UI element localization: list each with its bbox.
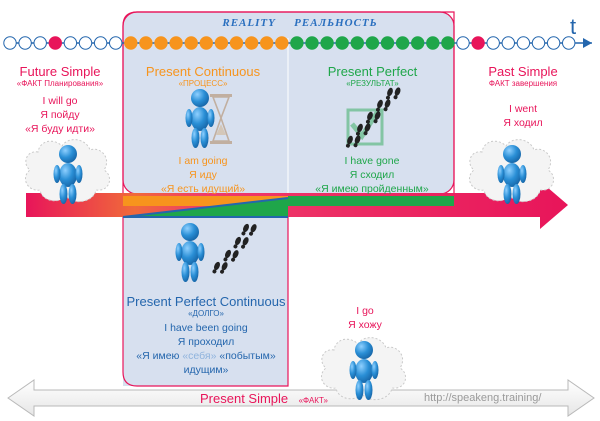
present-continuous-title: Present Continuous (145, 64, 261, 79)
ppc-title: Present Perfect Continuous (126, 294, 286, 309)
timeline-dot (531, 36, 546, 50)
ppc-subtitle: «ДОЛГО» (188, 309, 224, 318)
timeline-dot (229, 36, 244, 50)
timeline-dot (139, 36, 153, 50)
timeline-dot (501, 36, 515, 50)
ppc-line: Я проходил (177, 336, 235, 348)
timeline-dot (33, 36, 47, 50)
present-simple-line: I go (356, 305, 374, 317)
timeline-dot (365, 36, 380, 50)
present-perfect-lines: I have gone Я сходил «Я имею пройденным» (292, 154, 452, 196)
future-simple-title: Future Simple (19, 64, 101, 79)
future-simple-block: Future Simple «ФАКТ Планирования» I will… (0, 64, 120, 136)
timeline-dot (63, 36, 78, 50)
present-perfect-line: Я сходил (349, 169, 395, 181)
hourglass-icon (210, 94, 232, 144)
timeline-dot (411, 36, 425, 50)
timeline-dot (471, 36, 485, 50)
timeline-dot (350, 36, 364, 50)
timeline-dot (305, 36, 319, 50)
ppc-panel (123, 194, 288, 386)
timeline (3, 36, 592, 50)
reality-en: REALITY (222, 17, 276, 29)
present-continuous-line: «Я есть идущий» (160, 183, 246, 195)
timeline-dot (109, 36, 123, 50)
time-symbol: t (570, 14, 577, 39)
present-perfect-title: Present Perfect (327, 64, 418, 79)
present-simple-line: Я хожу (348, 319, 382, 331)
present-continuous-line: I am going (178, 155, 228, 167)
past-simple-line: Я ходил (503, 117, 543, 129)
timeline-dot (244, 36, 259, 50)
timeline-dot (18, 36, 32, 50)
present-continuous-line: Я иду (189, 169, 217, 181)
main-time-arrow (26, 181, 568, 229)
timeline-dot (290, 36, 304, 50)
ppc-block: Present Perfect Continuous «ДОЛГО» I hav… (120, 294, 292, 377)
future-simple-line: «Я буду идти» (25, 123, 95, 135)
present-perfect-line: «Я имею пройденным» (315, 183, 429, 195)
timeline-dot (335, 36, 349, 50)
timeline-dot (154, 36, 168, 50)
present-simple-arrow (7, 379, 595, 417)
timeline-dot (456, 36, 470, 50)
past-simple-title: Past Simple (488, 64, 558, 79)
reality-ru: РЕАЛЬНОСТЬ (294, 17, 378, 29)
timeline-dot (93, 36, 108, 50)
ppc-line-3: «Я имею «себя» «побытым» (120, 349, 292, 363)
timeline-dot (395, 36, 410, 50)
ppc-line3-a: «Я имею (136, 350, 180, 362)
reality-header: REALITY РЕАЛЬНОСТЬ (200, 17, 400, 29)
ppc-line3-b: «себя» (182, 350, 217, 362)
ppc-line: идущим» (183, 364, 229, 376)
future-simple-line: Я пойду (40, 109, 80, 121)
ppc-line3-c: «побытым» (219, 350, 276, 362)
source-url: http://speakeng.training/ (424, 392, 542, 404)
timeline-dot (320, 36, 334, 50)
timeline-dot (426, 36, 440, 50)
timeline-dot (3, 36, 17, 50)
present-simple-example: I go Я хожу (330, 304, 400, 332)
checkbox-icon (346, 106, 384, 146)
present-perfect-title-block: Present Perfect «РЕЗУЛЬТАТ» (295, 64, 450, 88)
timeline-dot (486, 36, 500, 50)
present-simple-label: Present Simple «ФАКТ» (200, 390, 328, 408)
timeline-dot (48, 36, 62, 50)
present-simple-subtitle: «ФАКТ» (298, 396, 328, 405)
past-simple-line: I went (508, 103, 537, 115)
present-perfect-line: I have gone (344, 155, 400, 167)
present-perfect-subtitle: «РЕЗУЛЬТАТ» (346, 79, 399, 88)
timeline-dot (78, 36, 93, 50)
future-simple-line: I will go (42, 95, 78, 107)
timeline-dot (441, 36, 455, 50)
timeline-dot (380, 36, 395, 50)
present-simple-title: Present Simple (200, 391, 289, 406)
future-simple-subtitle: «ФАКТ Планирования» (16, 79, 104, 88)
timeline-dot (124, 36, 138, 50)
present-continuous-subtitle: «ПРОЦЕСС» (178, 79, 228, 88)
present-continuous-lines: I am going Я иду «Я есть идущий» (128, 154, 278, 196)
past-simple-block: Past Simple ФАКТ завершения I went Я ход… (458, 64, 588, 130)
timeline-dot (184, 36, 198, 50)
timeline-dot (562, 36, 576, 50)
timeline-dot (214, 36, 229, 50)
timeline-dot (516, 36, 531, 50)
timeline-dot (546, 36, 561, 50)
timeline-dot (199, 36, 214, 50)
ppc-line: I have been going (164, 322, 248, 334)
present-continuous-title-block: Present Continuous «ПРОЦЕСС» (128, 64, 278, 88)
past-simple-subtitle: ФАКТ завершения (488, 79, 558, 88)
timeline-dot (169, 36, 183, 50)
timeline-dot (275, 36, 289, 50)
timeline-dot (260, 36, 274, 50)
